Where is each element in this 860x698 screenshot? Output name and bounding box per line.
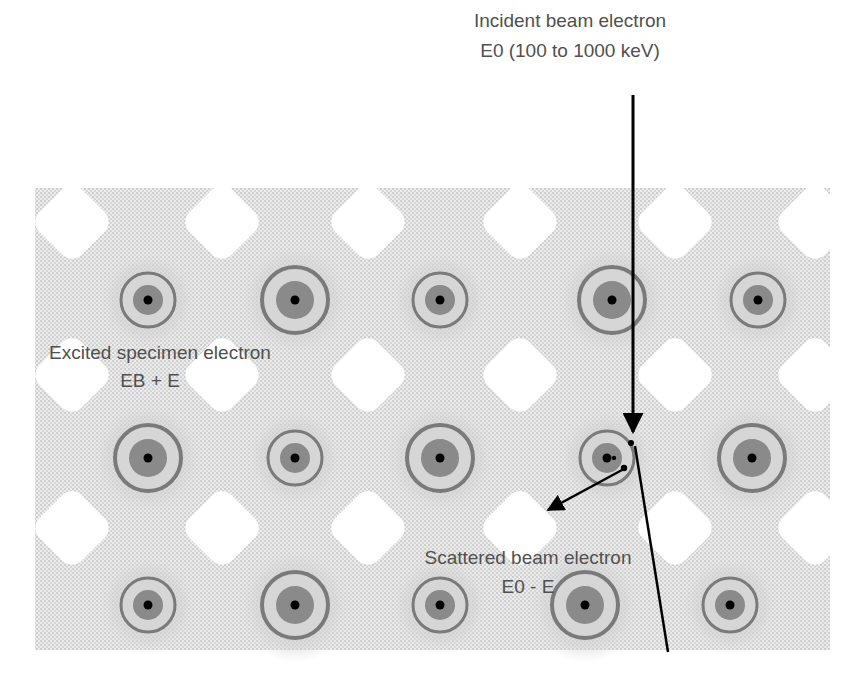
lattice-gap (30, 180, 115, 265)
atom (237, 547, 353, 663)
atom (98, 555, 198, 655)
annotation-label: E0 (100 to 1000 keV) (480, 40, 660, 63)
atom (708, 250, 808, 350)
lattice-gap (633, 180, 718, 265)
lattice-gap (478, 333, 563, 418)
atom (237, 242, 353, 358)
lattice-gap (478, 180, 563, 265)
atom (694, 400, 810, 516)
annotation-label: Excited specimen electron (49, 342, 271, 365)
atom (390, 555, 490, 655)
atom (390, 250, 490, 350)
lattice-gap (180, 486, 265, 571)
atom (245, 408, 345, 508)
atom (680, 555, 780, 655)
annotation-label: Incident beam electron (474, 10, 666, 33)
lattice-gap (773, 180, 858, 265)
lattice-gap (326, 180, 411, 265)
lattice-gap (326, 333, 411, 418)
lattice-gap (180, 180, 265, 265)
atom (90, 400, 206, 516)
lattice-gap (326, 486, 411, 571)
lattice-gap (633, 486, 718, 571)
atom (98, 250, 198, 350)
annotation-label: EB + E (120, 370, 180, 393)
beam-paths (548, 95, 668, 652)
atom (382, 400, 498, 516)
atom (554, 242, 670, 358)
lattice-gap (773, 333, 858, 418)
annotation-label: Scattered beam electron (424, 547, 631, 570)
lattice-gap (30, 486, 115, 571)
annotation-label: E0 - E (502, 576, 555, 599)
